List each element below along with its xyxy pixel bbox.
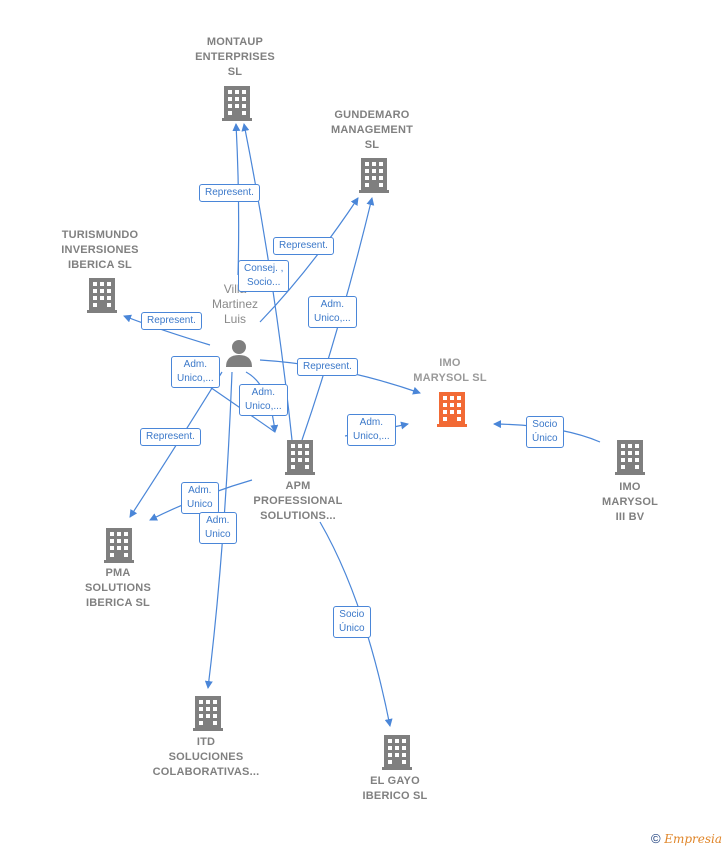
- edge-label-adm-unico[interactable]: Adm. Unico,...: [239, 384, 288, 416]
- edge-label-adm-unico[interactable]: Adm. Unico,...: [171, 356, 220, 388]
- edge-label-represent[interactable]: Represent.: [273, 237, 334, 255]
- edge-label-socio-unico[interactable]: Socio Único: [526, 416, 564, 448]
- edge-label-consej-socio[interactable]: Consej. , Socio...: [238, 260, 290, 292]
- person-icon[interactable]: [226, 340, 252, 367]
- node-label-montaup[interactable]: MONTAUP ENTERPRISES SL: [195, 36, 275, 78]
- node-label-itd[interactable]: ITD SOLUCIONES COLABORATIVAS...: [152, 736, 260, 778]
- edge-label-adm-unico[interactable]: Adm. Unico,...: [308, 296, 357, 328]
- node-label-el-gayo[interactable]: EL GAYO IBERICO SL: [362, 775, 428, 802]
- turismundo-building-icon[interactable]: [87, 278, 117, 313]
- edge-label-represent[interactable]: Represent.: [141, 312, 202, 330]
- edge-label-adm-unico[interactable]: Adm. Unico: [199, 512, 237, 544]
- imo-marysol-building-icon[interactable]: [437, 392, 467, 427]
- edge-label-represent[interactable]: Represent.: [199, 184, 260, 202]
- el-gayo-building-icon[interactable]: [382, 735, 412, 770]
- edge-label-adm-unico[interactable]: Adm. Unico: [181, 482, 219, 514]
- node-label-turismundo[interactable]: TURISMUNDO INVERSIONES IBERICA SL: [61, 229, 139, 271]
- itd-building-icon[interactable]: [193, 696, 223, 731]
- edge-person-gundemaro-represent: [259, 197, 359, 323]
- node-label-gundemaro[interactable]: GUNDEMARO MANAGEMENT SL: [330, 109, 414, 151]
- edge-label-represent[interactable]: Represent.: [140, 428, 201, 446]
- node-label-imo-marysol-iii[interactable]: IMO MARYSOL III BV: [602, 481, 658, 523]
- copyright-notice: © Empresia: [651, 831, 722, 846]
- gundemaro-building-icon[interactable]: [359, 158, 389, 193]
- node-label-apm[interactable]: APM PROFESSIONAL SOLUTIONS...: [253, 480, 343, 522]
- edge-label-adm-unico[interactable]: Adm. Unico,...: [347, 414, 396, 446]
- pma-building-icon[interactable]: [104, 528, 134, 563]
- edge-label-represent[interactable]: Represent.: [297, 358, 358, 376]
- node-label-imo-marysol[interactable]: IMO MARYSOL SL: [413, 357, 487, 384]
- edge-label-socio-unico[interactable]: Socio Único: [333, 606, 371, 638]
- copyright-icon: ©: [650, 831, 661, 846]
- brand-logo[interactable]: Empresia: [664, 832, 722, 846]
- imo-marysol-iii-building-icon[interactable]: [615, 440, 645, 475]
- edge-person-turismundo-represent: [123, 314, 211, 346]
- apm-building-icon[interactable]: [285, 440, 315, 475]
- montaup-building-icon[interactable]: [222, 86, 252, 121]
- node-label-pma[interactable]: PMA SOLUTIONS IBERICA SL: [85, 567, 151, 609]
